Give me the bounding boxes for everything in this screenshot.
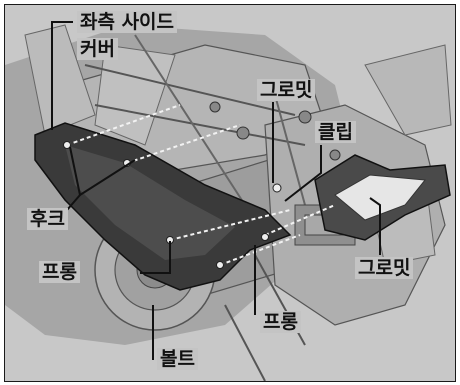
bolt-label: 볼트 (157, 348, 198, 370)
clip-label: 클립 (315, 121, 356, 143)
leader-lines (51, 21, 381, 360)
left-side-cover-label-line2: 커버 (77, 38, 118, 60)
motorcycle-side-cover-illustration (5, 21, 452, 381)
hook-label: 후크 (27, 208, 68, 230)
illustration-frame: 좌측 사이드 커버 그로밋 클립 후크 그로밋 프롱 프롱 볼트 (4, 4, 456, 382)
prong-label-bottom: 프롱 (260, 311, 301, 333)
prong-label-left: 프롱 (39, 261, 80, 283)
assembly-guide-lines (66, 104, 336, 266)
right-cover-piece (314, 154, 451, 241)
grommet-label-right: 그로밋 (355, 257, 414, 279)
left-side-cover (34, 122, 292, 291)
left-side-cover-label-line1: 좌측 사이드 (77, 11, 178, 33)
mounting-points (63, 141, 282, 269)
grommet-label-top: 그로밋 (257, 79, 316, 101)
